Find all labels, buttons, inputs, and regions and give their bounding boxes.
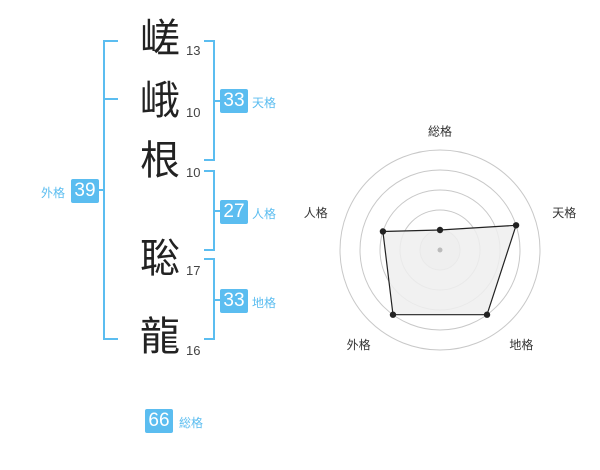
bracket-group	[97, 40, 221, 340]
tenkaku-value: 33	[220, 89, 248, 113]
radar-axis-label-1: 総格	[428, 124, 452, 139]
radar-point-2	[512, 222, 520, 229]
stroke-count-2: 10	[186, 105, 201, 120]
radar-point-3	[483, 311, 491, 318]
radar-data-polygon	[382, 224, 517, 316]
soukaku-value: 66	[145, 409, 173, 433]
name-char-4: 聡	[140, 236, 180, 282]
chikaku-label: 地格	[252, 296, 277, 310]
radar-axis-label-2: 天格	[552, 205, 576, 220]
name-char-2: 峨	[140, 78, 180, 124]
jinkaku-label: 人格	[252, 207, 277, 221]
name-char-1: 嵯	[140, 16, 180, 62]
stroke-count-5: 16	[186, 343, 201, 358]
tenkaku-label: 天格	[252, 96, 277, 110]
radar-ring-4	[359, 169, 521, 331]
name-char-5: 龍	[140, 314, 180, 360]
stroke-count-4: 17	[186, 263, 201, 278]
radar-axis-label-3: 地格	[509, 337, 533, 352]
radar-ring-5	[339, 149, 541, 351]
radar-point-1	[436, 226, 444, 234]
radar-center-dot	[437, 247, 443, 253]
stroke-count-1: 13	[186, 43, 201, 58]
jinkaku-value: 27	[220, 200, 248, 224]
chikaku-value: 33	[220, 289, 248, 313]
radar-axis-label-5: 人格	[304, 205, 328, 220]
radar-axis-label-4: 外格	[347, 337, 371, 352]
gaikaku-value: 39	[71, 179, 99, 203]
radar-point-4	[389, 311, 397, 318]
stroke-count-3: 10	[186, 165, 201, 180]
radar-point-5	[379, 228, 387, 235]
name-char-3: 根	[140, 138, 180, 184]
soukaku-label: 総格	[179, 416, 204, 430]
gaikaku-label: 外格	[41, 186, 66, 200]
